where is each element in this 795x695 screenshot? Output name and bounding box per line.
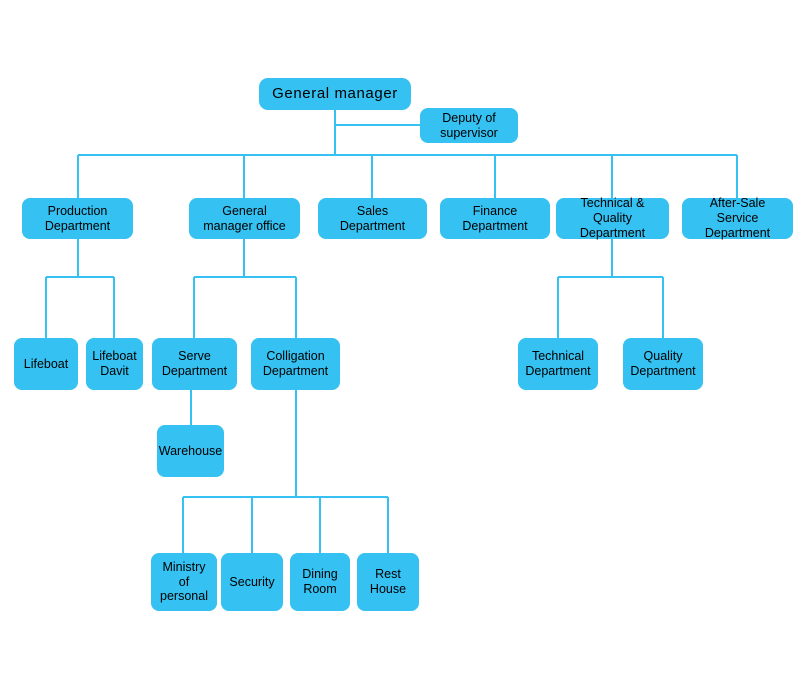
node-sales-department[interactable]: Sales Department (318, 198, 427, 239)
node-general-manager-office[interactable]: General manager office (189, 198, 300, 239)
node-dining-room[interactable]: Dining Room (290, 553, 350, 611)
node-quality-department[interactable]: Quality Department (623, 338, 703, 390)
node-serve-department[interactable]: Serve Department (152, 338, 237, 390)
node-lifeboat[interactable]: Lifeboat (14, 338, 78, 390)
node-deputy-of-supervisor[interactable]: Deputy of supervisor (420, 108, 518, 143)
node-technical-quality-department[interactable]: Technical & Quality Department (556, 196, 669, 240)
node-colligation-department[interactable]: Colligation Department (251, 338, 340, 390)
node-ministry-of-personal[interactable]: Ministry of personal (151, 553, 217, 611)
node-security[interactable]: Security (221, 553, 283, 611)
node-finance-department[interactable]: Finance Department (440, 198, 550, 239)
node-lifeboat-davit[interactable]: Lifeboat Davit (86, 338, 143, 390)
node-technical-department[interactable]: Technical Department (518, 338, 598, 390)
node-after-sale-service-department[interactable]: After-Sale Service Department (682, 196, 793, 240)
node-production-department[interactable]: Production Department (22, 198, 133, 239)
node-rest-house[interactable]: Rest House (357, 553, 419, 611)
node-warehouse[interactable]: Warehouse (157, 425, 224, 477)
node-general-manager[interactable]: General manager (259, 78, 411, 110)
